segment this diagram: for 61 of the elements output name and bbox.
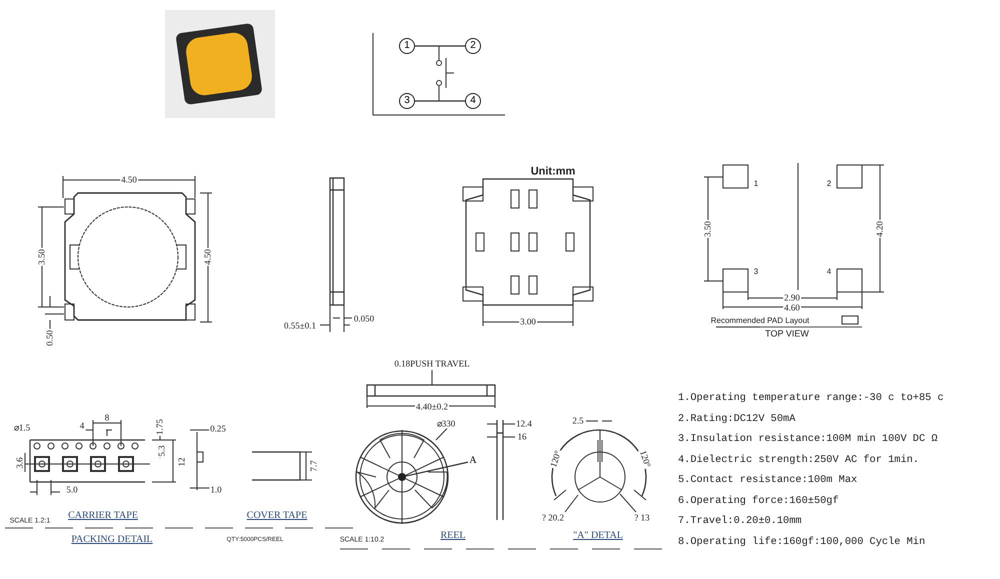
wire <box>415 45 465 47</box>
pin-number: 3 <box>399 93 415 109</box>
pad-number: 1 <box>752 180 760 188</box>
dimension-label: 0.050 <box>352 314 376 324</box>
dimension-label: 3.50 <box>38 248 46 266</box>
dimension-label: 4.20 <box>876 220 884 238</box>
unit-note: Unit:mm <box>530 166 576 178</box>
dimension-label: 7.7 <box>310 459 318 473</box>
angle-label: 120° <box>548 448 564 470</box>
wire <box>415 100 465 102</box>
section-title: REEL <box>440 531 466 541</box>
dimension-label: 8 <box>104 414 110 422</box>
specification-item: 1.Operating temperature range:-30 c to+85 c <box>678 393 944 404</box>
angle-label: 120° <box>638 448 652 470</box>
drawing-caption: Recommended PAD Layout <box>710 317 810 325</box>
reel-hub <box>398 473 406 481</box>
specification-item: 4.Dielectric strength:250V AC for 1min. <box>678 454 919 465</box>
pad-number: 2 <box>826 180 832 188</box>
dimension-label: 4.50 <box>204 248 212 266</box>
dimension-label: 1.75 <box>156 418 164 436</box>
dimension-label: ? 13 <box>633 514 651 522</box>
dimension-label: ⌀330 <box>436 420 456 428</box>
specification-item: 2.Rating:DC12V 50mA <box>678 414 796 424</box>
dimension-label: 5.0 <box>65 486 79 494</box>
dimension-label: 0.25 <box>209 424 227 434</box>
section-title: COVER TAPE <box>246 511 308 521</box>
dimension-label: 1.0 <box>209 486 223 494</box>
dimension-label: 4.60 <box>783 304 801 312</box>
pin-number: 1 <box>399 38 415 54</box>
dimension-label: ⌀1.5 <box>12 424 32 432</box>
dimension-label: 2.90 <box>783 294 801 302</box>
dimension-label: ? 20.2 <box>541 514 565 522</box>
dimension-label: 0.50 <box>46 329 54 347</box>
pin-number: 4 <box>465 93 481 109</box>
specification-item: 5.Contact resistance:100m Max <box>678 475 858 486</box>
specification-item: 8.Operating life:160gf:100,000 Cycle Min <box>678 536 926 547</box>
pad-number: 3 <box>752 268 760 276</box>
dimension-label: 0.55±0.1 <box>283 322 317 330</box>
dimension-label: 4 <box>78 422 86 430</box>
dimension-label: 16 <box>516 432 528 442</box>
specification-item: 3.Insulation resistance:100M min 100V DC Ω <box>678 434 938 444</box>
section-title: PACKING DETAIL <box>70 535 154 545</box>
dimension-label: 2.5 <box>571 416 585 426</box>
specification-item: 7.Travel:0.20±0.10mm <box>678 516 802 526</box>
dimension-label: 12.4 <box>515 420 533 428</box>
specification-item: 6.Operating force:160±50gf <box>678 496 839 506</box>
dimension-label: 12 <box>178 456 186 468</box>
dimension-label: 3.50 <box>704 220 712 238</box>
dimension-label: 4.50 <box>120 176 138 184</box>
section-title: "A" DETAL <box>572 531 624 541</box>
section-title: CARRIER TAPE <box>67 511 139 521</box>
pad-number: 4 <box>826 268 832 276</box>
pin-number: 2 <box>465 38 481 54</box>
leader-line <box>406 462 468 477</box>
detail-marker: A <box>468 455 478 467</box>
dimension-label: 4.40±0.2 <box>415 402 449 412</box>
dimension-label: 3.00 <box>519 318 537 326</box>
view-caption: TOP VIEW <box>764 330 810 338</box>
dimension-label: 5.3 <box>158 444 166 458</box>
dimension-label: 3.6 <box>16 456 24 470</box>
note-text: 0.18PUSH TRAVEL <box>393 360 471 368</box>
